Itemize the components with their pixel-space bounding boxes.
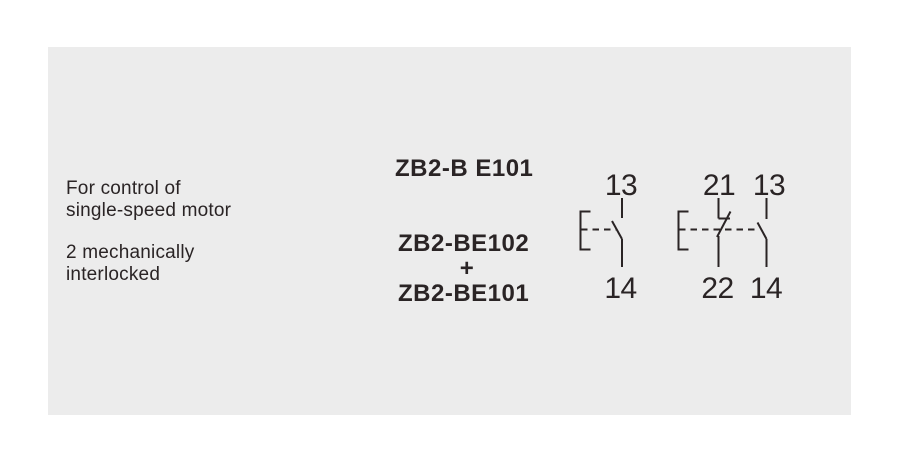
actuator-bracket [579, 210, 591, 251]
model-label-zb2-be101: ZB2-BE101 [398, 280, 530, 307]
description-line: single-speed motor [66, 200, 232, 221]
model-label-zb2-be101-single: ZB2-B E101 [395, 155, 534, 182]
plus-sign: + [459, 255, 475, 282]
schematic-no-contact-single: 13 14 [579, 169, 638, 305]
diagram-panel: For control of single-speed motor 2 mech… [48, 47, 851, 415]
terminal-label-21: 21 [703, 169, 735, 202]
description-para-interlock: 2 mechanically interlocked [66, 242, 231, 286]
description-text: For control of single-speed motor 2 mech… [66, 178, 231, 306]
terminal-label-13: 13 [605, 169, 637, 202]
description-para-motor: For control of single-speed motor [66, 178, 231, 222]
terminal-label-14: 14 [604, 272, 636, 305]
contact-blade-nc [716, 211, 732, 238]
contact-blade-no [756, 222, 768, 240]
contact-schematics: 13 14 21 22 13 [579, 169, 786, 305]
description-line: For control of [66, 178, 181, 199]
terminal-label-14: 14 [750, 272, 782, 305]
model-label-combination: ZB2-BE102 + ZB2-BE101 [398, 231, 536, 306]
terminal-label-22: 22 [701, 272, 733, 305]
schematic-nc-no-pair: 21 22 13 14 [677, 169, 786, 305]
description-line: 2 mechanically [66, 242, 195, 263]
description-line: interlocked [66, 264, 161, 285]
model-label-zb2-be102: ZB2-BE102 [398, 230, 530, 257]
actuator-bracket [677, 210, 689, 251]
terminal-label-13: 13 [753, 169, 785, 202]
